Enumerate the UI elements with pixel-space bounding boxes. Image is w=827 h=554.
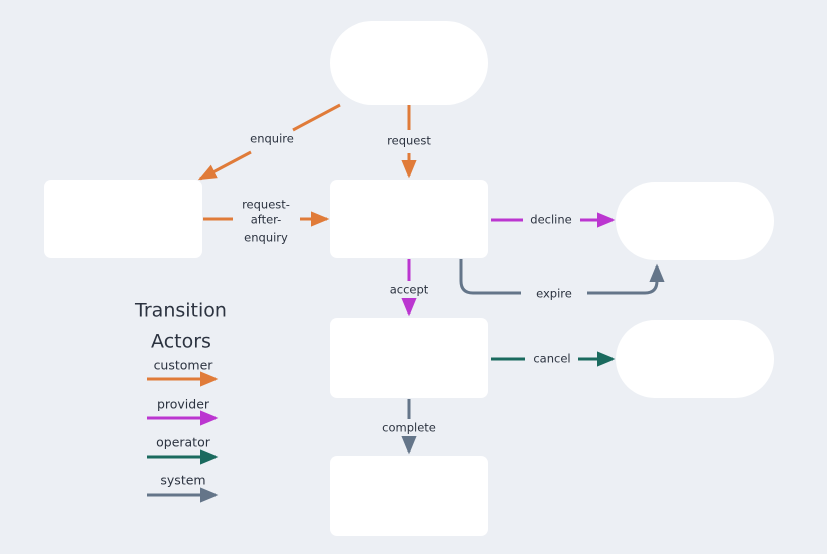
edge-label-decline: decline (530, 213, 571, 227)
edge-label-cancel: cancel (533, 352, 570, 366)
edge-label-request-after-enquiry-line-3: enquiry (244, 231, 288, 245)
legend-item-provider: provider (147, 397, 219, 426)
legend-item-system: system (147, 473, 219, 503)
edges-layer (197, 103, 665, 455)
legend-item-customer: customer (147, 358, 219, 387)
edge-label-expire: expire (536, 287, 572, 301)
legend-item-operator: operator (147, 435, 219, 465)
edge-expire-segment-2 (587, 263, 665, 295)
edge-label-enquire: enquire (250, 132, 294, 146)
node-enquiry[interactable] (44, 180, 202, 258)
legend-label-provider: provider (157, 397, 210, 412)
node-cancelled[interactable] (616, 320, 774, 398)
nodes-layer (44, 21, 774, 536)
node-initial[interactable] (330, 21, 488, 105)
edge-expire-segment-1 (459, 259, 521, 295)
node-completed[interactable] (330, 456, 488, 536)
edge-label-request-after-enquiry-line-2: after- (251, 213, 282, 227)
edge-label-request: request (387, 134, 431, 148)
legend-title-line-1: Transition (134, 300, 227, 322)
legend-label-system: system (160, 473, 205, 488)
edge-enquire-segment-1 (292, 103, 341, 132)
edge-label-accept: accept (390, 283, 429, 297)
node-accepted[interactable] (330, 318, 488, 398)
edge-label-request-after-enquiry: request- after- enquiry (242, 198, 290, 245)
legend: Transition Actors customer provider oper… (134, 300, 227, 503)
legend-title-line-2: Actors (151, 331, 211, 353)
edge-label-request-after-enquiry-line-1: request- (242, 198, 290, 212)
edge-label-complete: complete (382, 421, 436, 435)
edge-labels-layer: enquire request request- after- enquiry … (242, 132, 572, 435)
node-declined[interactable] (616, 182, 774, 260)
edge-enquire-segment-2 (197, 150, 252, 181)
node-requested[interactable] (330, 180, 488, 258)
legend-label-operator: operator (156, 435, 211, 450)
legend-label-customer: customer (154, 358, 214, 373)
